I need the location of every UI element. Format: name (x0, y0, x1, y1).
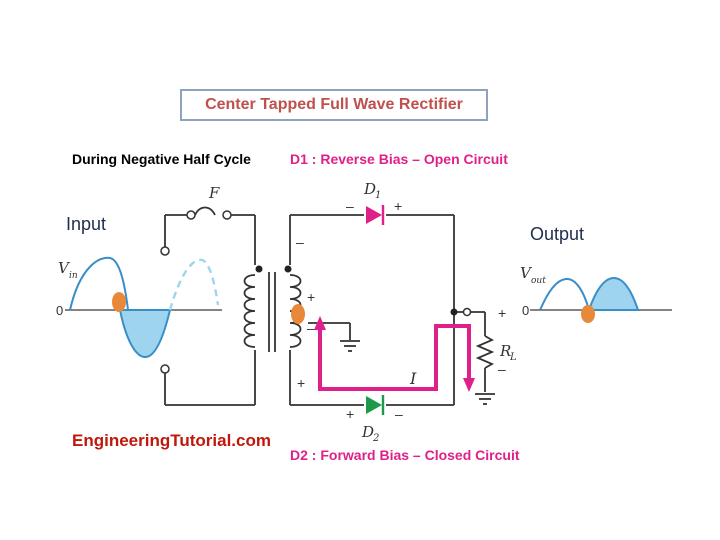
d2-minus: – (395, 406, 403, 422)
output-zero-text: 0 (522, 303, 529, 318)
output-pulse-2 (587, 276, 640, 311)
input-zero-text: 0 (56, 303, 63, 318)
transformer (243, 272, 302, 352)
secondary-center-minus: – (307, 320, 315, 336)
fuse-terminal-left (186, 210, 196, 220)
d1-symbol: D (363, 180, 376, 198)
load-plus: + (498, 305, 506, 321)
center-tap-marker (291, 304, 305, 324)
output-terminal (462, 307, 472, 317)
vout-symbol: V (520, 264, 533, 282)
d1-subscript: 1 (375, 190, 381, 201)
diode-d1 (366, 205, 385, 225)
input-positive-half (69, 256, 129, 311)
d2-status-label: D2 : Forward Bias – Closed Circuit (290, 447, 520, 463)
input-waveform: 0 V in (56, 256, 222, 358)
secondary-top-minus: – (296, 234, 304, 250)
d1-plus: + (394, 198, 402, 214)
cycle-label: During Negative Half Cycle (72, 151, 251, 167)
output-label: Output (530, 224, 585, 244)
primary-dot (255, 265, 263, 273)
input-negative-half (118, 309, 172, 358)
d1-status-label: D1 : Reverse Bias – Open Circuit (290, 151, 508, 167)
current-symbol: I (409, 369, 417, 388)
vin-symbol: V (58, 259, 71, 277)
load-resistor (475, 335, 495, 369)
primary-terminal-bottom (160, 364, 170, 374)
primary-coil (243, 274, 256, 348)
input-marker (112, 292, 126, 312)
diode-d2 (366, 395, 385, 415)
primary-circuit (164, 206, 256, 406)
load-minus: – (498, 361, 506, 377)
output-pulse-1 (539, 278, 590, 311)
rl-subscript: L (509, 352, 517, 363)
diagram-title: Center Tapped Full Wave Rectifier (180, 89, 488, 121)
output-marker (581, 305, 595, 323)
fuse-label: F (208, 184, 220, 202)
output-node (450, 308, 458, 316)
secondary-bottom-plus: + (297, 375, 305, 391)
fuse-symbol (194, 206, 216, 216)
vout-subscript: out (531, 276, 546, 286)
secondary-dot (284, 265, 292, 273)
output-waveform: 0 V out (520, 264, 672, 323)
secondary-coil (289, 274, 302, 348)
d1-minus: – (346, 198, 354, 214)
vin-subscript: in (69, 271, 78, 281)
brand-label: EngineeringTutorial.com (72, 431, 271, 450)
rl-symbol: R (499, 342, 511, 360)
current-arrow-down (463, 378, 475, 392)
input-next-half (168, 258, 220, 311)
current-arrow-up (314, 316, 326, 330)
secondary-circuit (289, 214, 495, 406)
input-label: Input (66, 214, 107, 234)
primary-terminal-top (160, 246, 170, 256)
current-path (318, 324, 471, 391)
d2-symbol: D (361, 423, 374, 441)
secondary-center-plus: + (307, 289, 315, 305)
d2-subscript: 2 (372, 433, 379, 444)
d2-plus: + (346, 406, 354, 422)
fuse-terminal-right (222, 210, 232, 220)
